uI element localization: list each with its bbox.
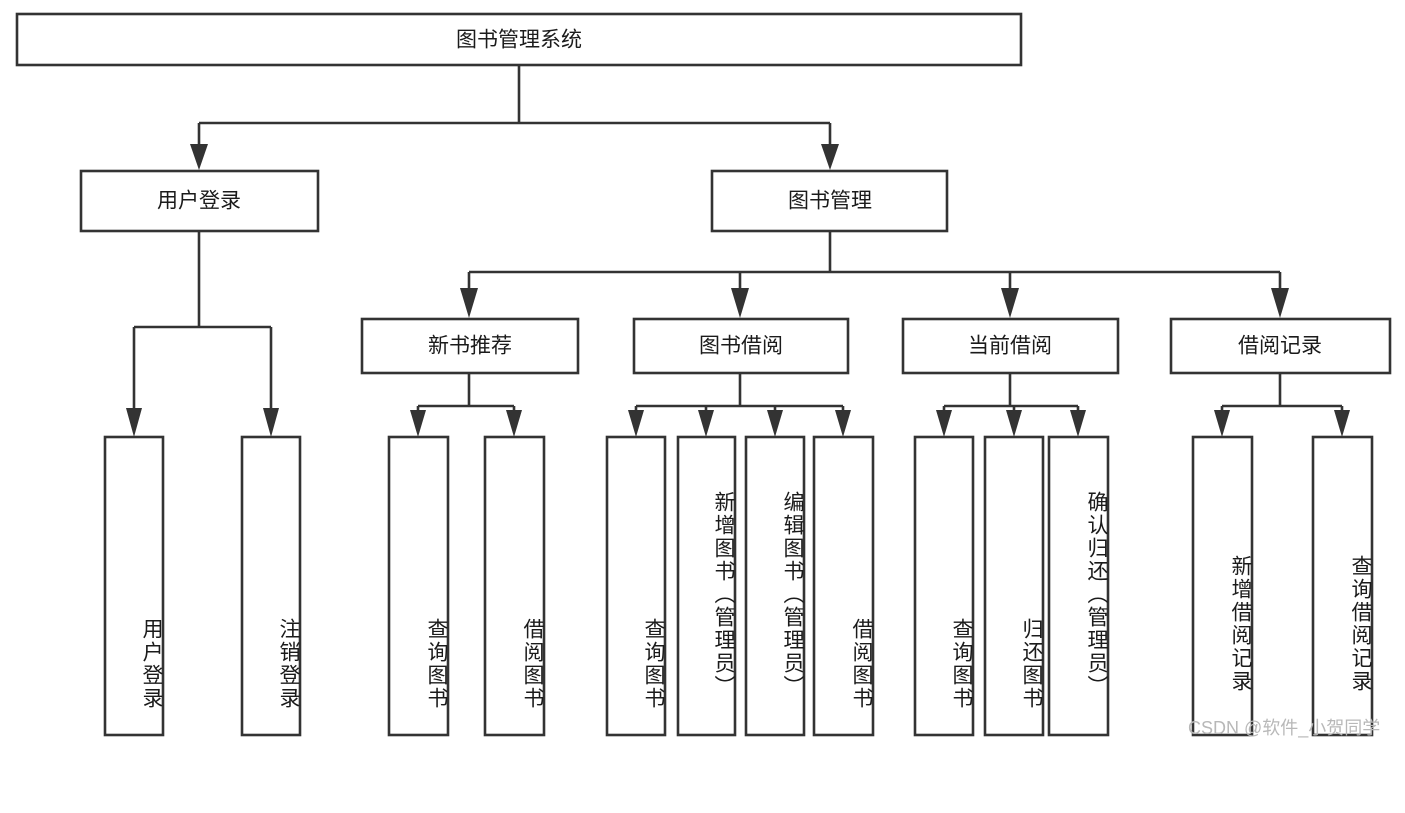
leaf-box-user-login-1[interactable] bbox=[103, 435, 165, 737]
arrow-to-book-mgmt-icon bbox=[821, 144, 839, 170]
leaf-boxes-current-borrow bbox=[913, 435, 1110, 737]
arrow-new-book-icon bbox=[460, 288, 478, 318]
leaf-box-borrow-record-1[interactable] bbox=[1191, 435, 1254, 737]
diagram-canvas: 图书管理系统 用户登录 图书管理 新书推荐 图书借阅 当前借阅 借阅记录 bbox=[15, 12, 1392, 738]
node-user-login[interactable]: 用户登录 bbox=[79, 169, 320, 233]
arrow-current-borrow-leaf-3-icon bbox=[1070, 410, 1086, 437]
node-root-label: 图书管理系统 bbox=[456, 29, 582, 52]
arrow-book-borrow-leaf-4-icon bbox=[835, 410, 851, 437]
node-user-login-box[interactable] bbox=[79, 169, 320, 233]
node-borrow-record-label: 借阅记录 bbox=[1238, 335, 1322, 358]
node-borrow-record[interactable]: 借阅记录 bbox=[1169, 317, 1392, 375]
node-user-login-label: 用户登录 bbox=[157, 190, 241, 213]
diagram-svg: 图书管理系统 用户登录 图书管理 新书推荐 图书借阅 当前借阅 借阅记录 bbox=[15, 12, 1392, 737]
arrow-user-login-leaf-1-icon bbox=[126, 408, 142, 437]
node-root[interactable]: 图书管理系统 bbox=[15, 12, 1023, 67]
arrow-current-borrow-leaf-2-icon bbox=[1006, 410, 1022, 437]
node-book-borrow[interactable]: 图书借阅 bbox=[632, 317, 850, 375]
connectors-borrow-record-to-leaves bbox=[1214, 374, 1350, 437]
leaf-boxes-new-book bbox=[387, 435, 546, 737]
connectors-user-login-to-leaves bbox=[126, 232, 279, 437]
leaf-box-new-book-1[interactable] bbox=[387, 435, 450, 737]
node-new-book-recommend[interactable]: 新书推荐 bbox=[360, 317, 580, 375]
leaf-box-current-borrow-1[interactable] bbox=[913, 435, 975, 737]
leaf-box-book-borrow-4[interactable] bbox=[812, 435, 875, 737]
node-current-borrow[interactable]: 当前借阅 bbox=[901, 317, 1120, 375]
node-new-book-recommend-box[interactable] bbox=[360, 317, 580, 375]
leaf-box-current-borrow-2[interactable] bbox=[983, 435, 1045, 737]
leaf-box-book-borrow-1[interactable] bbox=[605, 435, 667, 737]
leaf-box-user-login-2[interactable] bbox=[240, 435, 302, 737]
connectors-new-book-to-leaves bbox=[410, 374, 522, 437]
leaf-box-current-borrow-3[interactable] bbox=[1047, 435, 1110, 737]
leaf-boxes-book-borrow bbox=[605, 435, 875, 737]
watermark-text: CSDN @软件_小贺同学 bbox=[1188, 718, 1381, 738]
arrow-current-borrow-leaf-1-icon bbox=[936, 410, 952, 437]
node-borrow-record-box[interactable] bbox=[1169, 317, 1392, 375]
connectors-book-borrow-to-leaves bbox=[628, 374, 851, 437]
leaf-box-book-borrow-2[interactable] bbox=[676, 435, 737, 737]
node-current-borrow-label: 当前借阅 bbox=[968, 335, 1052, 358]
node-book-borrow-box[interactable] bbox=[632, 317, 850, 375]
arrow-book-borrow-leaf-3-icon bbox=[767, 410, 783, 437]
arrow-borrow-record-leaf-1-icon bbox=[1214, 410, 1230, 437]
arrow-new-book-leaf-2-icon bbox=[506, 410, 522, 437]
arrow-book-borrow-icon bbox=[731, 288, 749, 318]
arrow-to-user-login-icon bbox=[190, 144, 208, 170]
connectors-root-to-level2 bbox=[190, 65, 839, 170]
arrow-current-borrow-icon bbox=[1001, 288, 1019, 318]
node-current-borrow-box[interactable] bbox=[901, 317, 1120, 375]
connectors-book-mgmt-to-level3 bbox=[460, 232, 1289, 318]
leaf-box-borrow-record-2[interactable] bbox=[1311, 435, 1374, 737]
node-book-management[interactable]: 图书管理 bbox=[710, 169, 949, 233]
arrow-new-book-leaf-1-icon bbox=[410, 410, 426, 437]
connectors-current-borrow-to-leaves bbox=[936, 374, 1086, 437]
node-book-management-box[interactable] bbox=[710, 169, 949, 233]
leaf-box-book-borrow-3[interactable] bbox=[744, 435, 806, 737]
node-new-book-recommend-label: 新书推荐 bbox=[428, 335, 512, 358]
leaf-boxes-user-login bbox=[103, 435, 302, 737]
arrow-borrow-record-leaf-2-icon bbox=[1334, 410, 1350, 437]
arrow-borrow-record-icon bbox=[1271, 288, 1289, 318]
arrow-book-borrow-leaf-1-icon bbox=[628, 410, 644, 437]
arrow-user-login-leaf-2-icon bbox=[263, 408, 279, 437]
node-root-box[interactable] bbox=[15, 12, 1023, 67]
node-book-borrow-label: 图书借阅 bbox=[699, 335, 783, 358]
leaf-box-new-book-2[interactable] bbox=[483, 435, 546, 737]
leaf-boxes-borrow-record bbox=[1191, 435, 1374, 737]
node-book-management-label: 图书管理 bbox=[788, 190, 872, 213]
arrow-book-borrow-leaf-2-icon bbox=[698, 410, 714, 437]
